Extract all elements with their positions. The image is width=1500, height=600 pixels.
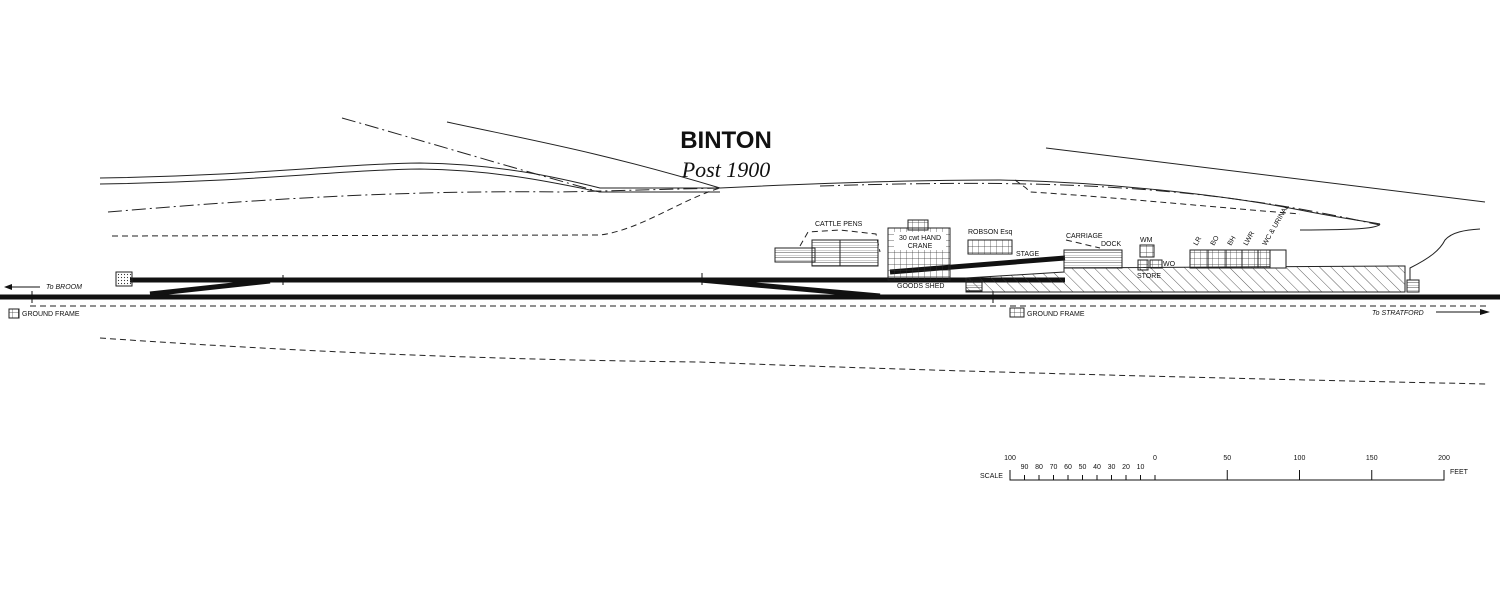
map-subtitle: Post 1900 (681, 157, 771, 182)
scale-tick-label: 0 (1153, 455, 1157, 462)
bo-label: BO (1210, 234, 1221, 247)
scale-tick-label: 50 (1223, 455, 1231, 462)
dock-label: DOCK (1101, 241, 1122, 248)
goods-shed-label: GOODS SHED (897, 283, 944, 290)
scale-tick-label: 100 (1294, 455, 1306, 462)
scale-label: SCALE (980, 473, 1003, 480)
station-building: LR BO BH LWR WC & URINAL (1189, 204, 1291, 269)
ground-frame-left-label: GROUND FRAME (22, 311, 80, 318)
arrow-right-head-icon (1480, 309, 1490, 315)
scale-tick-label: 40 (1093, 464, 1101, 471)
cattle-pens: CATTLE PENS (774, 221, 881, 267)
ground-frame-right: GROUND FRAME (1009, 307, 1085, 318)
ground-frame-left: GROUND FRAME (8, 308, 80, 319)
wm-label: WM (1140, 237, 1153, 244)
robson-building: ROBSON Esq (967, 229, 1013, 255)
carriage-label: CARRIAGE (1066, 233, 1103, 240)
wc-label: WC & URINAL (1262, 204, 1291, 247)
scale-tick-label: 200 (1438, 455, 1450, 462)
platform (965, 265, 1406, 293)
scale-tick-label: 10 (1137, 464, 1145, 471)
crane-label-1: 30 cwt HAND (899, 235, 941, 242)
goods-shed: 30 cwt HAND CRANE GOODS SHED (887, 219, 951, 290)
scale-tick-label: 150 (1366, 455, 1378, 462)
scale-tick-label: 100 (1004, 455, 1016, 462)
scale-tick-label: 70 (1050, 464, 1058, 471)
to-broom: To BROOM (4, 284, 82, 291)
scale-tick-label: 80 (1035, 464, 1043, 471)
robson-label: ROBSON Esq (968, 229, 1012, 236)
carriage-dock: CARRIAGE DOCK (1063, 233, 1123, 269)
to-broom-label: To BROOM (46, 284, 82, 291)
scale-unit: FEET (1450, 469, 1469, 476)
scale-ticks (1009, 470, 1445, 480)
ground-frame-icon (1009, 307, 1025, 318)
scale-tick-label: 50 (1079, 464, 1087, 471)
boundary-lines (99, 117, 1489, 385)
crane-label-2: CRANE (908, 243, 933, 250)
scale-ticks-right: 50 100 150 200 (1223, 455, 1450, 462)
buffer-stop (115, 271, 133, 287)
platform-ramp (965, 280, 983, 292)
store-label: STORE (1137, 273, 1161, 280)
platform-end (1406, 279, 1420, 293)
wo-label: WO (1163, 261, 1176, 268)
ground-frame-right-label: GROUND FRAME (1027, 311, 1085, 318)
map-title: BINTON (680, 127, 772, 154)
lwr-label: LWR (1243, 230, 1257, 247)
scale-tick-label: 30 (1108, 464, 1116, 471)
to-stratford-label: To STRATFORD (1372, 310, 1424, 317)
cattle-pens-label: CATTLE PENS (815, 221, 863, 228)
ground-frame-icon (8, 308, 20, 319)
stage-label: STAGE (1016, 251, 1040, 258)
arrow-left-head-icon (4, 284, 12, 290)
scale-tick-label: 20 (1122, 464, 1130, 471)
scale-tick-label: 90 (1021, 464, 1029, 471)
weigh-machine: WM (1139, 237, 1155, 258)
to-stratford: To STRATFORD (1372, 309, 1490, 317)
weigh-office: WO STORE (1137, 259, 1176, 280)
lr-label: LR (1193, 236, 1204, 247)
bh-label: BH (1227, 235, 1238, 247)
scale-tick-label: 60 (1064, 464, 1072, 471)
